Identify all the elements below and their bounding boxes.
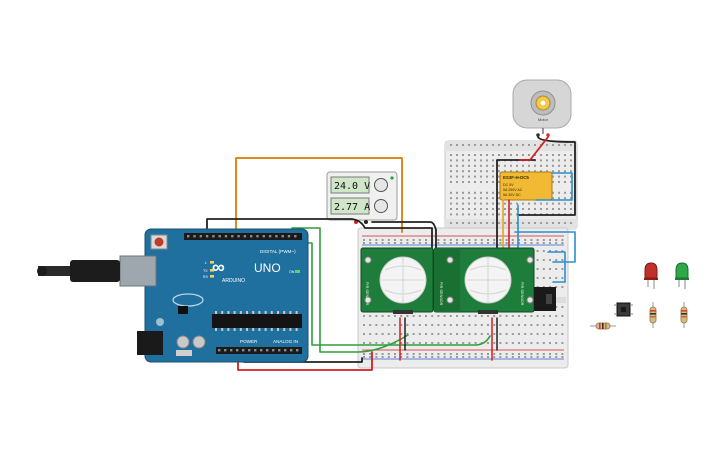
tx-led-label: TX [203, 269, 208, 273]
wire-red-motor[interactable] [519, 136, 549, 161]
on-led-label: ON [289, 270, 295, 274]
reset-button[interactable] [154, 237, 164, 247]
pushbutton[interactable] [614, 302, 633, 317]
wire-green-2[interactable] [297, 237, 491, 346]
resistor-vertical-2[interactable] [680, 302, 688, 328]
green-led[interactable] [675, 262, 689, 289]
wire-black-motor[interactable] [517, 136, 576, 216]
analog-label: ANALOG IN [273, 339, 298, 344]
current-readout: 2.77 A [334, 202, 370, 213]
rx-led-label: RX [203, 275, 209, 279]
arduino-uno[interactable]: DIGITAL (PWM~) ∞ UNO ARDUINO L TX RX ON … [37, 228, 309, 363]
relay[interactable]: ES3F-H-DC5 DC 5V 5A 250V AC 5A 30V DC [499, 171, 553, 201]
motor-label: Motor [538, 117, 549, 122]
digital-header[interactable] [184, 233, 302, 240]
voltage-readout: 24.0 V [334, 181, 370, 192]
arduino-model: UNO [254, 261, 281, 275]
resistor-vertical-1[interactable] [649, 302, 657, 328]
led-green-icon [675, 262, 689, 279]
wire-black-ps[interactable] [371, 221, 437, 251]
negative-terminal[interactable] [364, 220, 368, 224]
connector-block[interactable] [534, 287, 556, 311]
wire-blue-1[interactable] [535, 172, 573, 201]
power-analog-header[interactable] [216, 347, 302, 354]
arduino-logo-icon: ∞ [212, 257, 225, 277]
svg-text:PIR SENSOR: PIR SENSOR [520, 282, 524, 306]
power-label: POWER [240, 339, 258, 344]
voltage-knob[interactable] [374, 178, 388, 192]
led-red-icon [644, 262, 658, 279]
wire-orange[interactable] [235, 157, 403, 239]
l-led-label: L [205, 261, 207, 265]
arduino-brand: ARDUINO [222, 278, 245, 284]
red-led[interactable] [644, 262, 658, 289]
usb-plug-icon [70, 260, 120, 282]
relay-spec-2: 5A 250V AC [503, 188, 523, 192]
power-supply[interactable]: 24.0 V 2.77 A [326, 171, 398, 224]
current-knob[interactable] [374, 199, 388, 213]
wire-blue-3[interactable] [547, 251, 566, 283]
relay-spec-1: DC 5V [503, 183, 514, 187]
pir-sensor-1[interactable]: PIR SENSOR [360, 247, 434, 314]
wire-blue-2[interactable] [514, 231, 576, 263]
pir-sensor-2-label: PIR SENSOR [439, 282, 443, 306]
wire-green-1[interactable] [291, 227, 409, 353]
dc-power-jack[interactable] [137, 331, 163, 355]
relay-part-number: ES3F-H-DC5 [503, 175, 529, 180]
atmega-chip [212, 314, 302, 328]
wire-black-1[interactable] [206, 218, 433, 251]
dc-motor[interactable]: Motor [512, 79, 572, 137]
usb-port[interactable] [119, 255, 157, 287]
digital-label: DIGITAL (PWM~) [260, 249, 296, 254]
output-indicator-icon [390, 176, 394, 180]
on-led-icon [295, 270, 300, 273]
resistor-horizontal[interactable] [590, 322, 616, 330]
relay-spec-3: 5A 30V DC [503, 193, 521, 197]
pir-sensor-1-label: PIR SENSOR [365, 282, 369, 306]
pir-sensor-2[interactable]: PIR SENSOR PIR SENSOR [433, 247, 535, 314]
